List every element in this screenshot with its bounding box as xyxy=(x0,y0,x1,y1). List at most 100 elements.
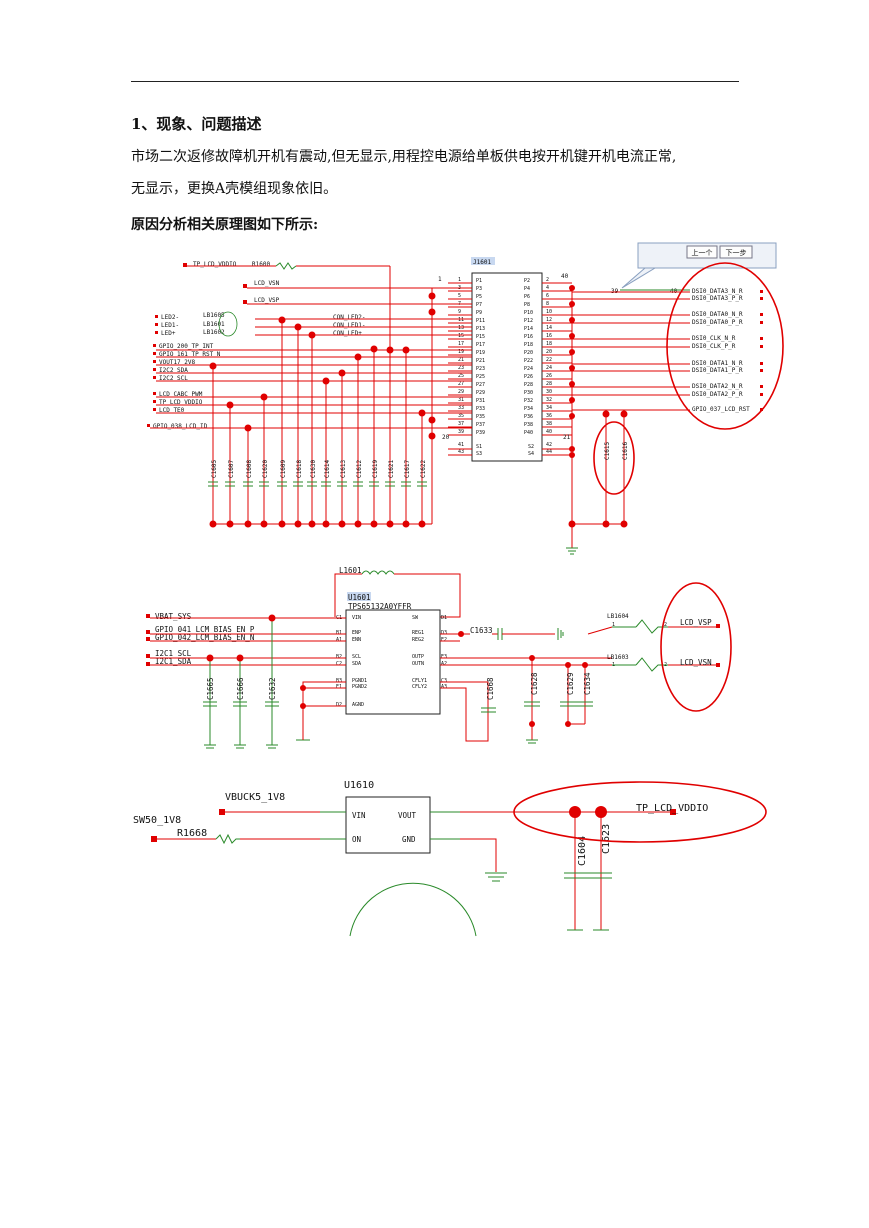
pin-p4: P4 xyxy=(524,286,530,292)
net-terminal xyxy=(760,321,763,324)
u1610-pin-vin: VIN xyxy=(352,811,366,820)
pin-s1: S1 xyxy=(476,444,482,450)
pin-num-right: 12 xyxy=(546,317,552,323)
pin-num-right: 32 xyxy=(546,397,552,403)
pin-outn: OUTN xyxy=(412,661,424,667)
u1601-ref: U1601 xyxy=(348,593,371,602)
net-dsi0-data2-p-r: DSI0_DATA2_P_R xyxy=(692,391,743,398)
bias-output-highlight xyxy=(660,582,732,712)
pin-enn: ENN xyxy=(352,637,361,643)
lb1604-pin1: 1 xyxy=(612,622,615,628)
net-lcd-vsn: LCD_VSN xyxy=(254,280,280,287)
junction-dot xyxy=(260,393,268,401)
pin-p3: P3 xyxy=(476,286,482,292)
net-dsi0-data2-n-r: DSI0_DATA2_N_R xyxy=(692,383,743,390)
net-gpio-041-bias-en-p: GPIO_041_LCM_BIAS_EN_P xyxy=(155,625,255,634)
u1610-pin-on: ON xyxy=(352,835,361,844)
pin-pgnd1: PGND1 xyxy=(352,678,367,684)
pin-p40: P40 xyxy=(524,430,533,436)
net-lcd-vsn-out: LCD_VSN xyxy=(680,658,712,667)
ball-e3: E3 xyxy=(441,654,447,660)
pin-num-left: 29 xyxy=(458,389,464,395)
pin-41: 41 xyxy=(458,442,464,448)
pin-p23: P23 xyxy=(476,366,485,372)
ball-d3: D3 xyxy=(441,630,447,636)
cap-c1620: C1620 xyxy=(262,460,269,478)
partial-circle xyxy=(349,882,477,937)
ball-e1: E1 xyxy=(336,684,342,690)
cap-c1618: C1618 xyxy=(296,460,303,478)
net-i2c2-sda: I2C2_SDA xyxy=(159,367,188,374)
pin-p12: P12 xyxy=(524,318,533,324)
pin-num-left: 35 xyxy=(458,413,464,419)
net-gpio-037-lcd-rst: GPIO_037_LCD_RST xyxy=(692,406,750,413)
net-sw50-1v8: SW50_1V8 xyxy=(133,815,181,826)
junction-dot xyxy=(418,409,426,417)
con-led-plus: CON_LED+ xyxy=(333,330,362,337)
pin-reg1: REG1 xyxy=(412,630,424,636)
u1601-part: TPS65132A0YFFR xyxy=(348,602,412,611)
cap-c1668: C1668 xyxy=(486,677,495,700)
pin-num-left: 37 xyxy=(458,421,464,427)
pin-num-left: 21 xyxy=(458,357,464,363)
pin-p29: P29 xyxy=(476,390,485,396)
net-lcd-te0: LCD_TE0 xyxy=(159,407,185,414)
pin-p19: P19 xyxy=(476,350,485,356)
pin-cfly1: CFLY1 xyxy=(412,678,427,684)
cap-c1619: C1619 xyxy=(372,460,379,478)
problem-description-line-2: 无显示，更换A壳模组现象依旧。 xyxy=(131,181,338,197)
junction-dot xyxy=(370,345,378,353)
inductor-symbol xyxy=(361,570,395,575)
pin-num-right: 38 xyxy=(546,421,552,427)
pin-num-left: 5 xyxy=(458,293,461,299)
bead-lb1604: LB1604 xyxy=(607,613,629,620)
junction-dot xyxy=(226,401,234,409)
pin-p16: P16 xyxy=(524,334,533,340)
cap-c1605: C1605 xyxy=(211,460,218,478)
junction-dot xyxy=(206,654,214,662)
pin-num-left: 25 xyxy=(458,373,464,379)
annot-1: 1 xyxy=(438,276,442,283)
pin-p30: P30 xyxy=(524,390,533,396)
pin-p2: P2 xyxy=(524,278,530,284)
net-gpio-042-bias-en-n: GPIO_042_LCM_BIAS_EN_N xyxy=(155,633,254,642)
cap-c1614: C1614 xyxy=(324,460,331,478)
j1601-right-nets: DSI0_DATA3_N_RDSI0_DATA3_P_RDSI0_DATA0_N… xyxy=(568,285,763,528)
net-dsi0-data3-n-r: DSI0_DATA3_N_R xyxy=(692,288,743,295)
pin-num-right: 24 xyxy=(546,365,552,371)
net-dsi0-data0-p-r: DSI0_DATA0_P_R xyxy=(692,319,743,326)
pin-pgnd2: PGND2 xyxy=(352,684,367,690)
annot-40: 40 xyxy=(561,273,569,280)
net-dsi0-clk-p-r: DSI0_CLK_P_R xyxy=(692,343,736,350)
pin-p26: P26 xyxy=(524,374,533,380)
next-button-label: 下一步 xyxy=(726,249,747,257)
next-button[interactable]: 下一步 xyxy=(719,245,753,259)
cap-c1608: C1608 xyxy=(246,460,253,478)
ball-a2: A2 xyxy=(441,661,447,667)
pin-num-right: 16 xyxy=(546,333,552,339)
ball-b3: B3 xyxy=(336,678,342,684)
pin-num-left: 19 xyxy=(458,349,464,355)
ball-b1: B1 xyxy=(336,630,342,636)
net-dsi0-clk-n-r: DSI0_CLK_N_R xyxy=(692,335,736,342)
pin-vin: VIN xyxy=(352,615,361,621)
cap-c1666: C1666 xyxy=(236,677,245,700)
junction-dot xyxy=(278,316,286,324)
popup-pointer xyxy=(621,267,657,289)
net-terminal xyxy=(760,313,763,316)
pin-p15: P15 xyxy=(476,334,485,340)
net-lcd-cabc-pwm: LCD_CABC_PWM xyxy=(159,391,203,398)
pin-p24: P24 xyxy=(524,366,533,372)
ground-symbol-s1 xyxy=(566,547,578,555)
net-lcd-vsp: LCD_VSP xyxy=(254,297,280,304)
cap-c1623: C1623 xyxy=(601,824,612,854)
lb1602-ref: LB1602 xyxy=(203,329,225,336)
pin-num-right: 34 xyxy=(546,405,552,411)
pin-sw: SW xyxy=(412,615,419,621)
pin-p6: P6 xyxy=(524,294,530,300)
prev-button[interactable]: 上一个 xyxy=(686,245,718,259)
pin-p39: P39 xyxy=(476,430,485,436)
junction-dot xyxy=(209,362,217,370)
